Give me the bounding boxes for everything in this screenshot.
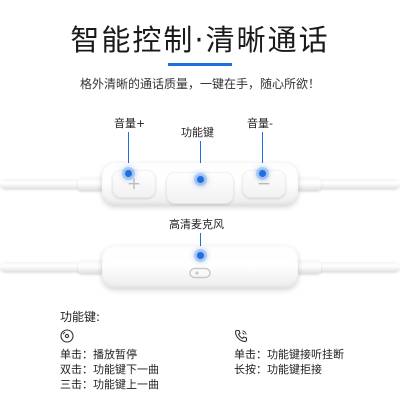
- cable-collar-bottom-left: [78, 260, 104, 274]
- cable-collar-top-right: [295, 177, 321, 191]
- label-microphone: 高清麦克风: [169, 218, 224, 231]
- call-controls-list: 单击：功能键接听挂断 长按：功能键拒接: [234, 347, 344, 377]
- phone-icon: [234, 329, 248, 343]
- cable-top-right: [296, 179, 400, 189]
- instruction-single-click-play: 单击：播放暂停: [60, 348, 137, 361]
- volume-up-button[interactable]: +: [112, 170, 156, 198]
- instruction-long-press-reject: 长按：功能键拒接: [234, 363, 322, 376]
- leader-microphone: [200, 233, 201, 251]
- music-controls-list: 单击：播放暂停 双击：功能键下一曲 三击：功能键上一曲: [60, 347, 159, 392]
- label-volume-up: 音量+: [114, 117, 146, 130]
- label-volume-down: 音量-: [247, 117, 273, 130]
- music-disc-icon: [60, 329, 74, 343]
- instruction-triple-click-previous: 三击：功能键上一曲: [60, 378, 159, 391]
- cable-collar-bottom-right: [295, 260, 321, 274]
- leader-volume-down: [262, 132, 263, 174]
- label-function-key: 功能键: [181, 126, 214, 139]
- leader-function-key: [200, 141, 201, 179]
- indicator-dot-volume-down: [259, 170, 266, 177]
- cable-bottom-right: [296, 262, 400, 272]
- indicator-dot-function-key: [197, 176, 204, 183]
- cable-bottom-left: [0, 262, 106, 272]
- title-underline: [168, 63, 232, 66]
- leader-volume-up: [128, 132, 129, 174]
- page-subtitle: 格外清晰的通话质量，一键在手，随心所欲！: [79, 77, 320, 91]
- indicator-dot-volume-up: [125, 170, 132, 177]
- instruction-double-click-next: 双击：功能键下一曲: [60, 363, 159, 376]
- page-title: 智能控制·清晰通话: [70, 23, 330, 57]
- cable-top-left: [0, 179, 106, 189]
- cable-collar-top-left: [78, 177, 104, 191]
- microphone-hole-icon: [189, 267, 211, 279]
- plus-icon: +: [126, 174, 142, 194]
- indicator-dot-microphone: [197, 252, 204, 259]
- functions-title: 功能键:: [60, 310, 101, 324]
- instruction-single-click-answer: 单击：功能键接听挂断: [234, 348, 344, 361]
- minus-icon: −: [256, 174, 272, 194]
